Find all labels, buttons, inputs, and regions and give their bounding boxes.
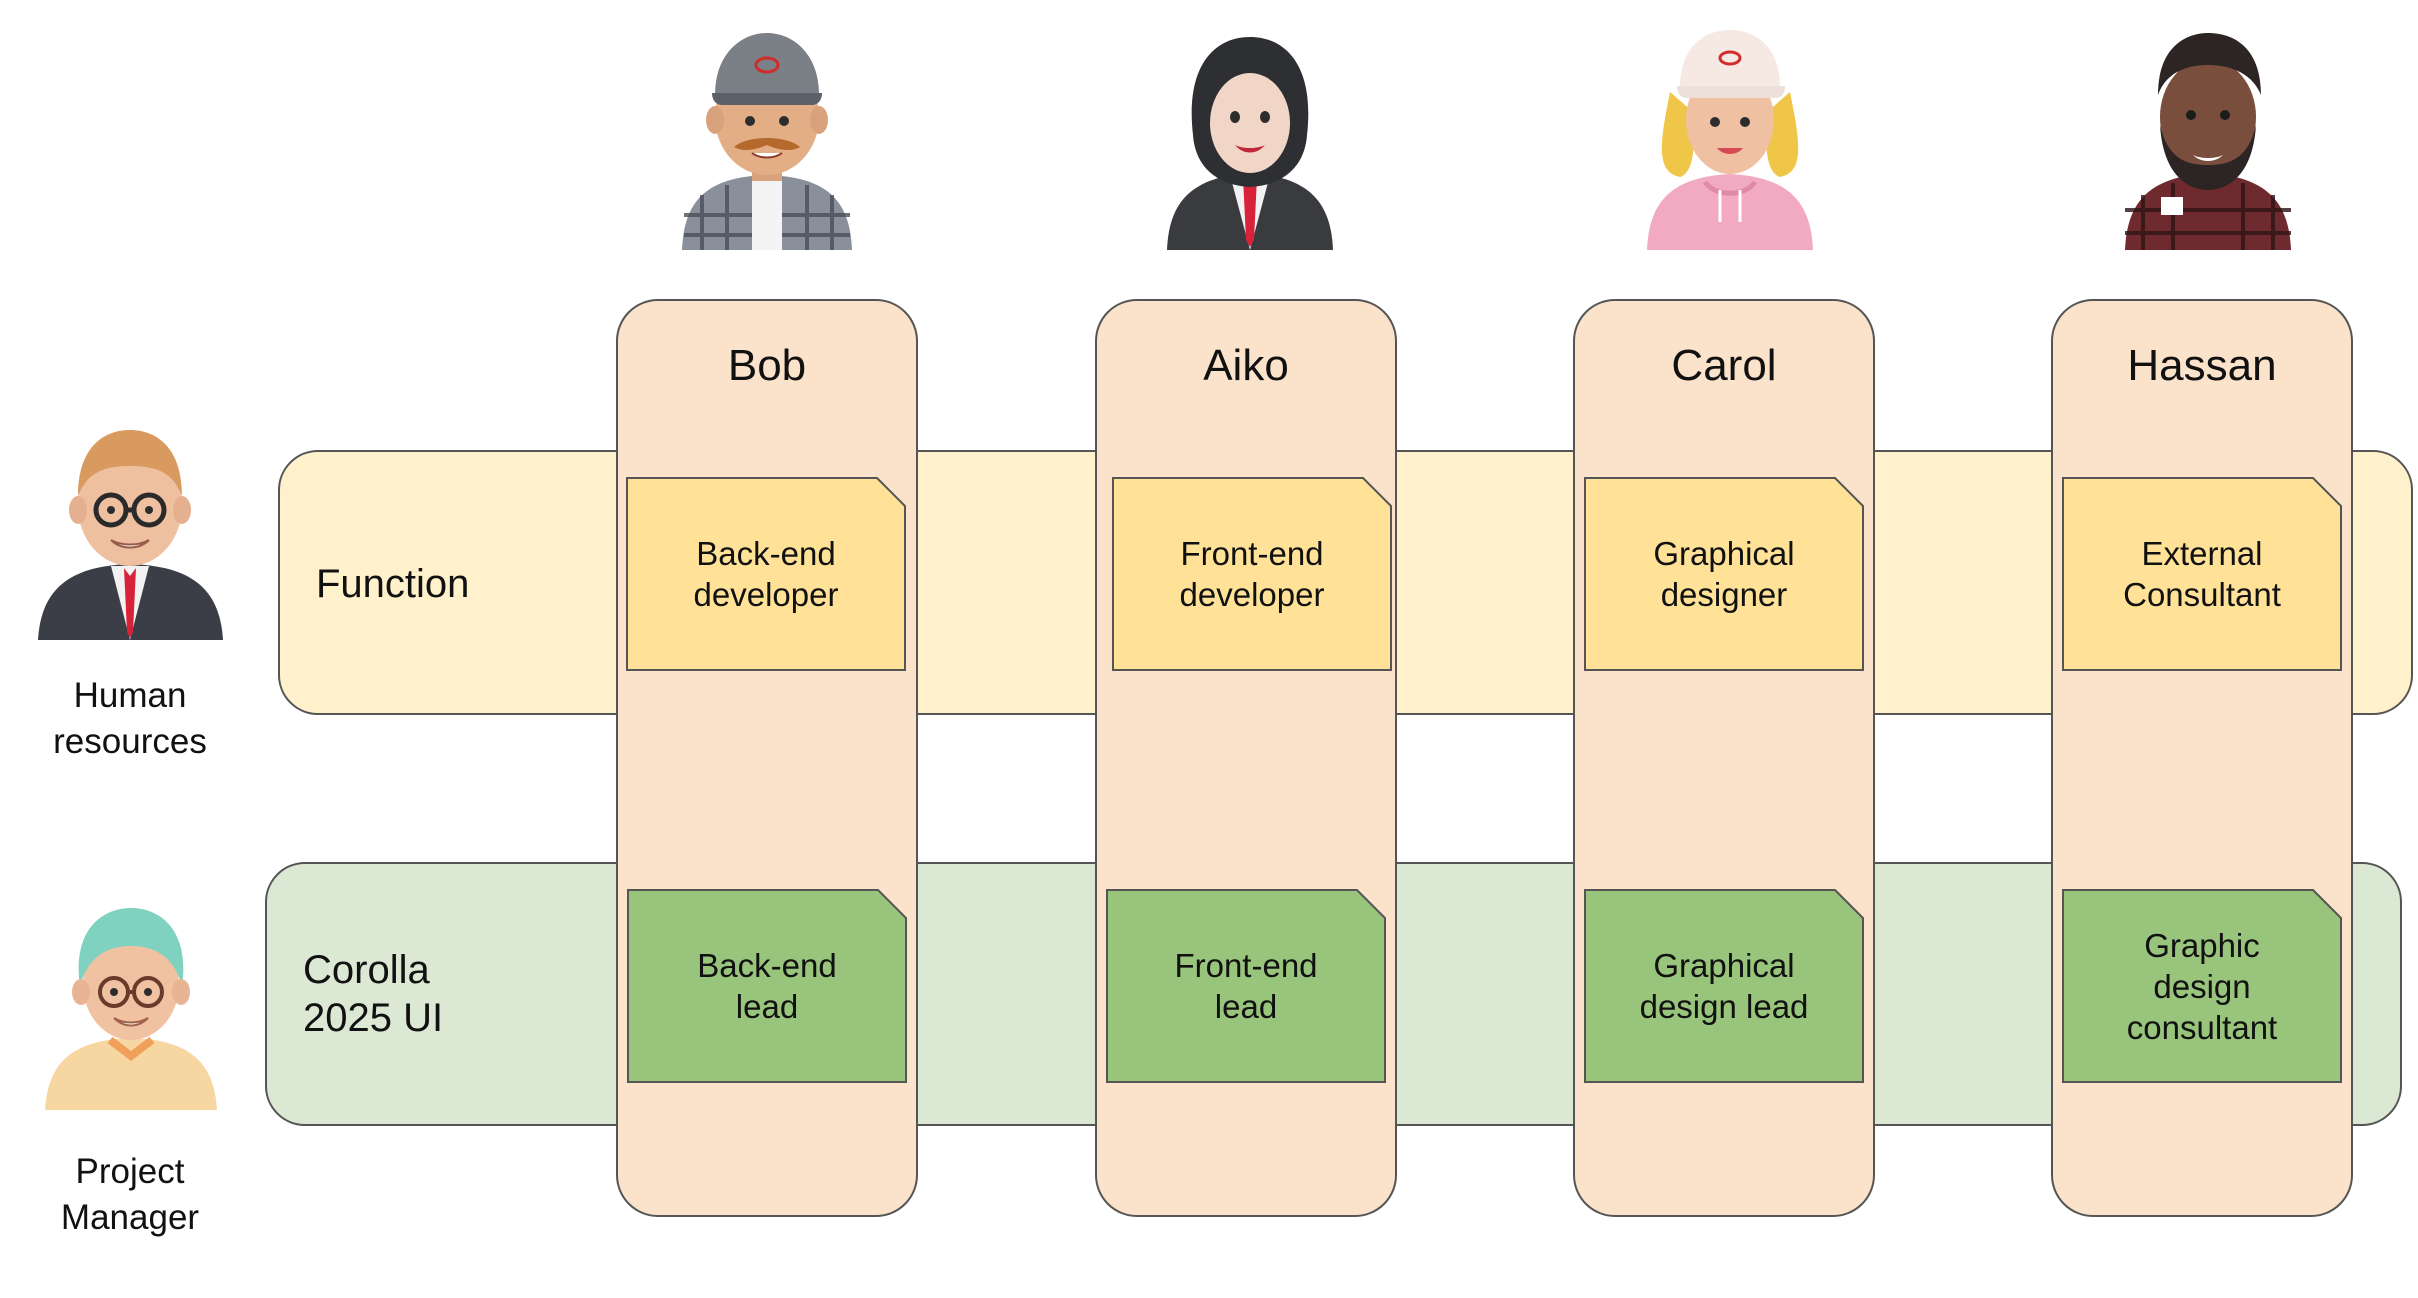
project-role-text: Front-end lead xyxy=(1174,947,1318,1025)
project-manager-avatar-icon xyxy=(45,908,217,1110)
function-role-text: External Consultant xyxy=(2123,535,2281,613)
person-name-bob: Bob xyxy=(727,341,807,390)
carol-avatar-icon xyxy=(1647,30,1813,250)
function-role-note: External Consultant xyxy=(2062,477,2342,671)
function-role-text: Graphical designer xyxy=(1653,535,1795,613)
project-role-text: Graphical design lead xyxy=(1639,947,1809,1025)
person-name-hassan: Hassan xyxy=(2127,341,2277,390)
function-role-note: Front-end developer xyxy=(1112,477,1392,671)
human-resources-avatar-icon xyxy=(38,430,223,640)
project-role-text: Graphic design consultant xyxy=(2126,926,2278,1046)
project-role-text: Back-end lead xyxy=(697,947,837,1025)
person-name-aiko: Aiko xyxy=(1203,341,1289,390)
project-role-note: Back-end lead xyxy=(627,889,907,1083)
function-band-label: Function xyxy=(316,562,470,606)
human-resources-label: Human resources xyxy=(53,676,207,761)
hassan-avatar-icon xyxy=(2125,33,2291,250)
project-manager-label: Project Manager xyxy=(60,1152,200,1237)
project-role-note: Graphical design lead xyxy=(1584,889,1864,1083)
function-role-note: Graphical designer xyxy=(1584,477,1864,671)
person-name-carol: Carol xyxy=(1671,341,1777,390)
aiko-avatar-icon xyxy=(1167,37,1333,250)
function-role-text: Back-end developer xyxy=(693,535,839,613)
project-role-note: Graphic design consultant xyxy=(2062,889,2342,1083)
project-band-label: Corolla 2025 UI xyxy=(303,948,444,1040)
project-role-note: Front-end lead xyxy=(1106,889,1386,1083)
function-role-note: Back-end developer xyxy=(626,477,906,671)
bob-avatar-icon xyxy=(682,33,852,250)
function-role-text: Front-end developer xyxy=(1179,535,1325,613)
